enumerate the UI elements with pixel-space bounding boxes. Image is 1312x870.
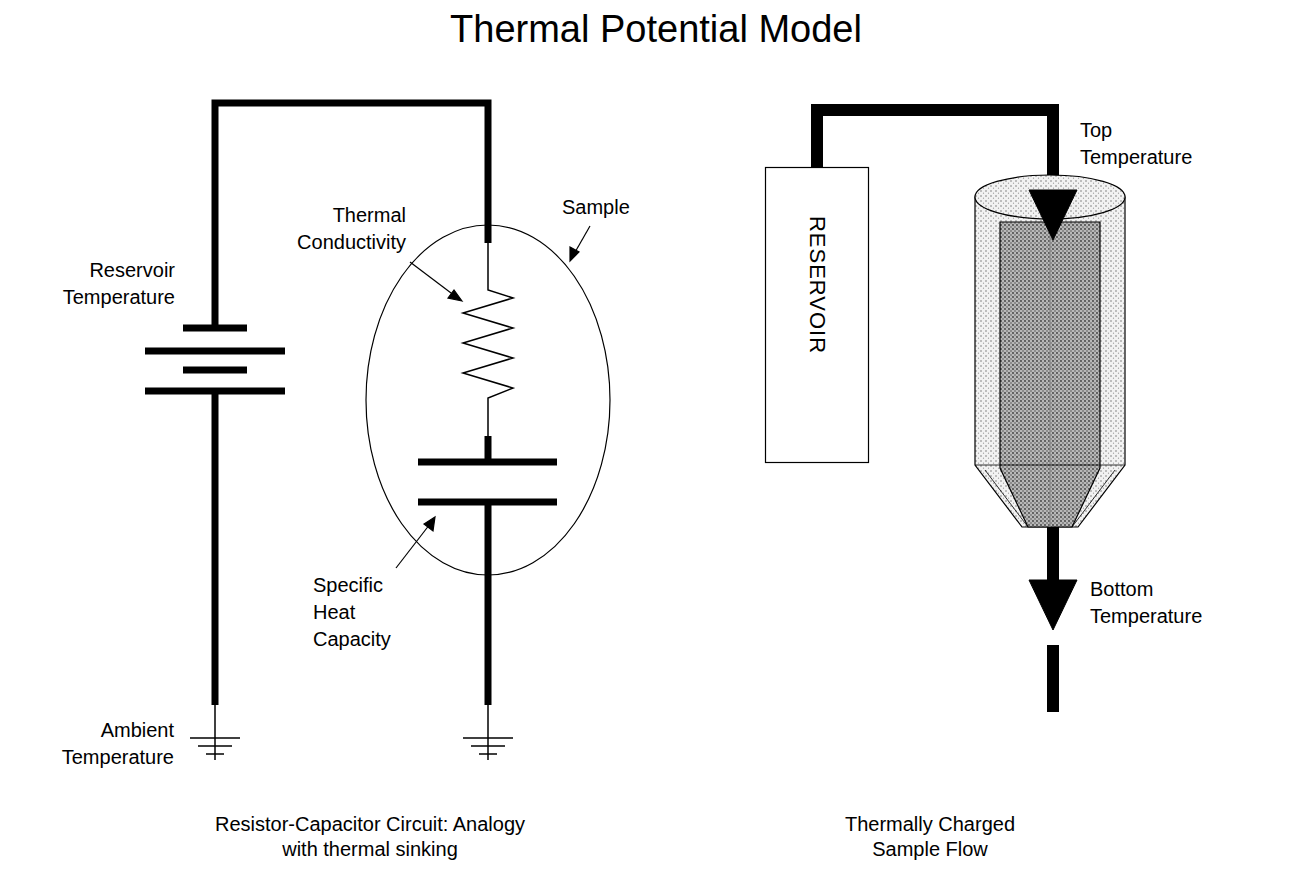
circuit-wire (215, 103, 488, 705)
part-label: Specific Heat Capacity (313, 572, 413, 653)
temperature-label: Ambient Temperature (26, 717, 174, 771)
ground-symbol (190, 705, 513, 760)
temperature-label: Bottom Temperature (1090, 576, 1230, 630)
sample-ellipse: Sample (366, 225, 610, 575)
temperature-label: Reservoir Temperature (38, 257, 175, 311)
flow-arrow (1029, 190, 1077, 712)
resistor-symbol (463, 243, 513, 436)
temperature-label: Top Temperature (1080, 117, 1215, 171)
sample-outline (366, 225, 610, 575)
diagram-title: Thermal Potential Model (0, 6, 1312, 52)
sample-column (975, 175, 1125, 527)
part-label: Thermal Conductivity (258, 202, 406, 256)
capacitor-symbol (418, 462, 557, 502)
battery-symbol (145, 328, 285, 391)
node-text: RESERVOIR (804, 216, 830, 354)
node-text: Sample (562, 194, 662, 221)
leader-line (396, 226, 590, 568)
panel-caption: Resistor-Capacitor Circuit: Analogy with… (205, 812, 535, 862)
reservoir-box: RESERVOIR (765, 167, 869, 463)
panel-caption: Thermally Charged Sample Flow (820, 812, 1040, 862)
